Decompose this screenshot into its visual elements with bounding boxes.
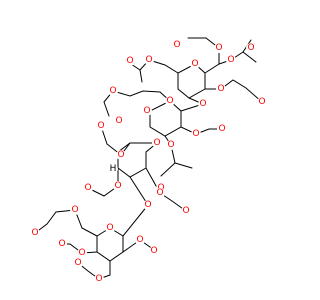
bond-line [220, 79, 263, 103]
oxygen-atom-label: O [167, 140, 174, 150]
oxygen-atom-label: O [71, 205, 78, 215]
atom-label-background [143, 200, 153, 210]
oxygen-atom-label: O [258, 97, 265, 107]
atom-label-background [73, 258, 83, 268]
oxygen-atom-label: O [143, 106, 150, 116]
atom-label-background [181, 206, 191, 216]
bond-line [87, 185, 119, 197]
oxygen-atom-label: O [150, 246, 157, 256]
bond-line [74, 209, 98, 237]
bond-line [112, 90, 171, 102]
oxygen-atom-label: O [217, 84, 224, 94]
atom-label-background [144, 55, 154, 65]
atom-label-background [57, 239, 67, 249]
atom-label-background [190, 59, 200, 69]
oxygen-atom-label: O [136, 235, 143, 245]
oxygen-atom-label: O [95, 274, 102, 284]
atom-label-background [114, 116, 124, 126]
oxygen-atom-label: O [227, 55, 234, 65]
atom-label-background [94, 274, 104, 284]
atom-label-background [96, 121, 106, 131]
atom-label-background [108, 86, 118, 96]
atom-label-background [152, 138, 162, 148]
atom-label-background [165, 96, 175, 106]
oxygen-atom-label: O [218, 124, 225, 134]
bond-line [174, 162, 193, 169]
atom-label-background [135, 235, 145, 245]
atom-label-background [226, 55, 236, 65]
atom-label-background [108, 164, 118, 174]
hydrogen-atom-label: H [110, 164, 117, 174]
atom-label-background [113, 181, 123, 191]
atom-label-background [116, 150, 126, 160]
oxygen-atom-label: O [114, 181, 121, 191]
bond-line [148, 59, 179, 74]
atom-label-background [155, 188, 165, 198]
atom-label-background [30, 228, 40, 238]
oxygen-atom-label: O [156, 188, 163, 198]
oxygen-atom-label: O [117, 150, 124, 160]
bond-line [122, 204, 149, 237]
oxygen-atom-label: O [115, 116, 122, 126]
atom-label-background [172, 40, 182, 50]
atom-label-background [105, 223, 115, 233]
oxygen-atom-label: O [106, 223, 113, 233]
oxygen-atom-label: O [74, 258, 81, 268]
oxygen-atom-label: O [78, 248, 85, 258]
atom-label-background [257, 97, 267, 107]
atom-label-background [217, 124, 227, 134]
bond-line [34, 209, 76, 234]
atom-label-background [216, 84, 226, 94]
bond-line [139, 69, 143, 83]
oxygen-atom-label: O [126, 56, 133, 66]
oxygen-atom-label: O [157, 183, 164, 193]
atom-label-background [149, 246, 159, 256]
oxygen-atom-label: O [247, 43, 254, 53]
atom-label-background [214, 43, 224, 53]
oxygen-atom-label: O [31, 228, 38, 238]
oxygen-atom-label: O [182, 206, 189, 216]
atom-label-background [246, 43, 256, 53]
oxygen-atom-label: O [173, 40, 180, 50]
oxygen-atom-label: O [84, 183, 91, 193]
bond-line [242, 51, 257, 63]
oxygen-atom-label: O [109, 86, 116, 96]
oxygen-atom-label: O [145, 55, 152, 65]
atom-label-background [125, 56, 135, 66]
atom-label-background [198, 99, 208, 109]
bond-layer [34, 37, 263, 280]
oxygen-atom-label: O [58, 239, 65, 249]
atom-label-background [166, 140, 176, 150]
oxygen-atom-label: O [199, 99, 206, 109]
bond-line [100, 125, 122, 156]
atom-label-background [142, 106, 152, 116]
atom-label-background [77, 248, 87, 258]
oxygen-atom-label: O [166, 96, 173, 106]
oxygen-atom-label: O [153, 138, 160, 148]
bond-line [129, 176, 149, 206]
oxygen-atom-label: O [144, 200, 151, 210]
atom-label-background [191, 129, 201, 139]
oxygen-atom-label: O [215, 43, 222, 53]
atom-label-background [70, 205, 80, 215]
bond-line [177, 63, 206, 99]
oxygen-atom-label: O [191, 59, 198, 69]
oxygen-atom-label: O [97, 121, 104, 131]
bond-line [117, 142, 158, 178]
atom-label-background [83, 183, 93, 193]
oxygen-atom-label: O [192, 129, 199, 139]
bond-line [149, 100, 182, 137]
